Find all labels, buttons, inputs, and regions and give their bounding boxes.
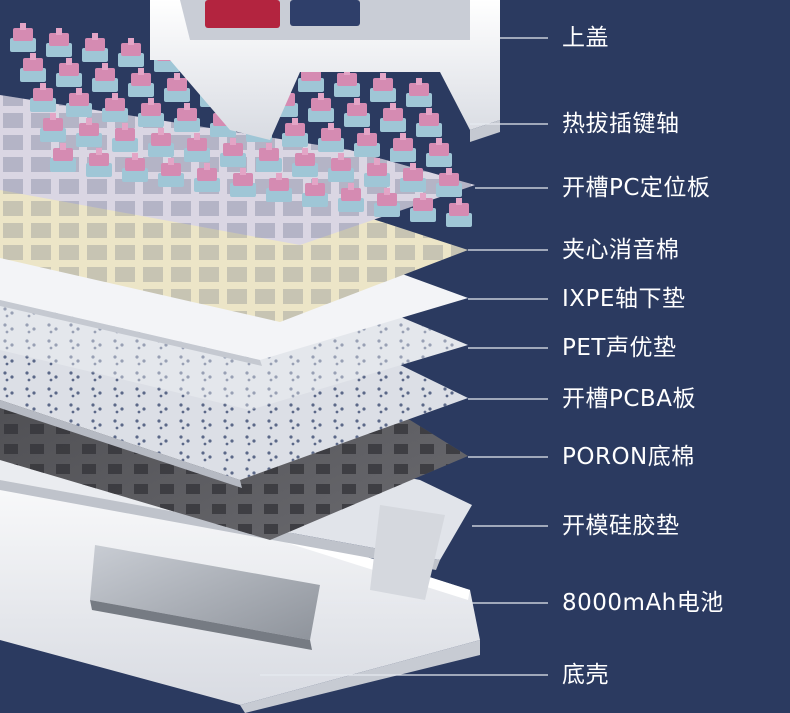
layer-label-ixpe: IXPE轴下垫 <box>562 286 686 312</box>
switch <box>66 88 92 117</box>
switch <box>20 53 46 82</box>
switch <box>148 128 174 157</box>
switch <box>416 108 442 137</box>
battery-shape <box>90 545 320 650</box>
switch <box>30 83 56 112</box>
switch <box>122 153 148 182</box>
switch <box>344 98 370 127</box>
switch <box>364 158 390 187</box>
switch <box>194 163 220 192</box>
switch <box>138 98 164 127</box>
switch <box>406 78 432 107</box>
switch <box>436 168 462 197</box>
switch <box>410 193 436 222</box>
switch <box>164 73 190 102</box>
switch <box>220 138 246 167</box>
switch <box>92 63 118 92</box>
top-cover-shape <box>150 0 500 142</box>
switch <box>50 143 76 172</box>
layer-label-foam: 夹心消音棉 <box>562 237 680 263</box>
switch <box>370 73 396 102</box>
switch <box>256 143 282 172</box>
switch <box>380 103 406 132</box>
switch <box>334 68 360 97</box>
switch <box>308 93 334 122</box>
switch <box>82 33 108 62</box>
switch <box>46 28 72 57</box>
switch <box>40 113 66 142</box>
switch <box>86 148 112 177</box>
switch <box>292 148 318 177</box>
layer-label-bottom-case: 底壳 <box>562 662 609 688</box>
switch <box>118 38 144 67</box>
switch <box>76 118 102 147</box>
switch <box>400 163 426 192</box>
switch <box>446 198 472 227</box>
switch <box>230 168 256 197</box>
switch <box>174 103 200 132</box>
switch <box>56 58 82 87</box>
switch <box>282 118 308 147</box>
switch <box>266 173 292 202</box>
layer-label-pet: PET声优垫 <box>562 335 677 361</box>
layer-label-switches: 热拔插键轴 <box>562 111 680 137</box>
switch <box>338 183 364 212</box>
switch <box>102 93 128 122</box>
switch <box>426 138 452 167</box>
switch <box>128 68 154 97</box>
layer-label-battery: 8000mAh电池 <box>562 590 724 616</box>
layer-label-pc-plate: 开槽PC定位板 <box>562 175 711 201</box>
layer-label-silicone: 开模硅胶垫 <box>562 513 680 539</box>
switch <box>318 123 344 152</box>
switch <box>112 123 138 152</box>
switch <box>302 178 328 207</box>
switch <box>374 188 400 217</box>
switch <box>328 153 354 182</box>
switch <box>354 128 380 157</box>
switch <box>158 158 184 187</box>
layer-label-pcba: 开槽PCBA板 <box>562 386 696 412</box>
layer-label-poron: PORON底棉 <box>562 444 695 470</box>
switch <box>390 133 416 162</box>
layer-label-top-cover: 上盖 <box>562 25 609 51</box>
switch <box>184 133 210 162</box>
switch <box>10 23 36 52</box>
